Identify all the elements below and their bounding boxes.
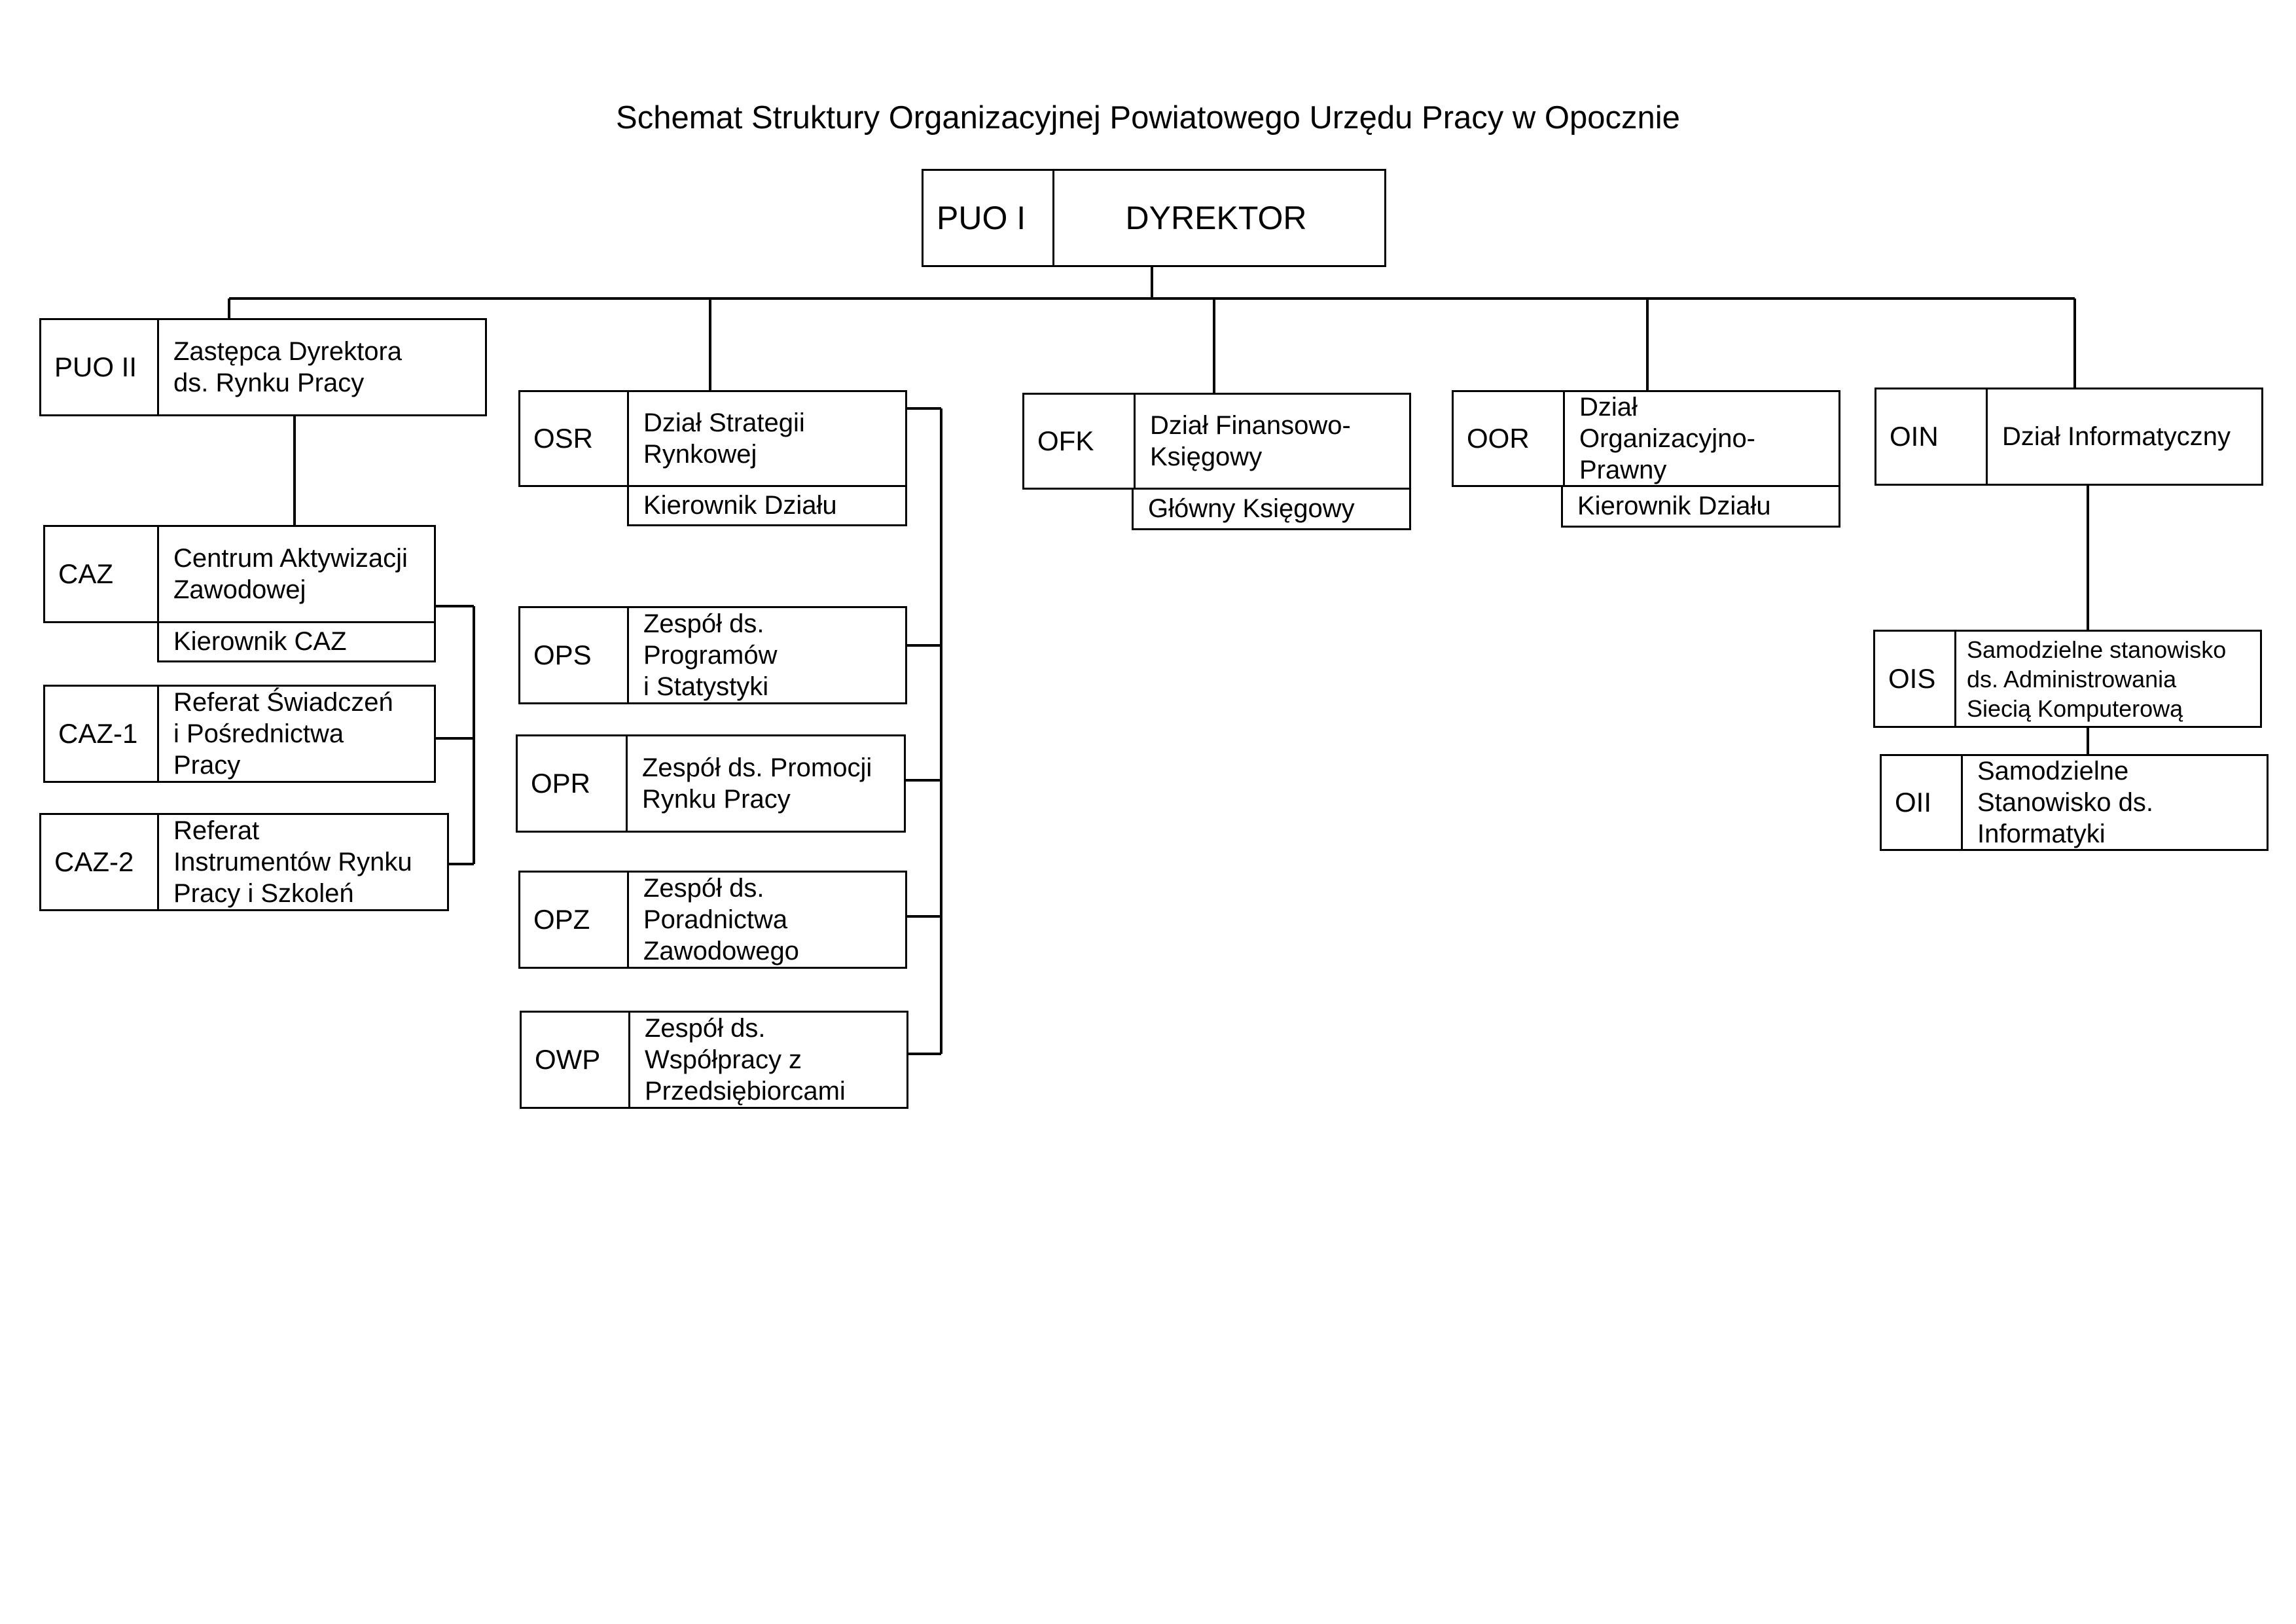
oii-box: OII Samodzielne Stanowisko ds. Informaty… bbox=[1880, 754, 2269, 851]
opz-code: OPZ bbox=[520, 873, 629, 967]
opz-box: OPZ Zespół ds. Poradnictwa Zawodowego bbox=[518, 871, 907, 969]
caz1-code: CAZ-1 bbox=[45, 687, 159, 781]
owp-box: OWP Zespół ds. Współpracy z Przedsiębior… bbox=[520, 1011, 908, 1109]
ops-code: OPS bbox=[520, 608, 629, 702]
ois-box: OIS Samodzielne stanowisko ds. Administr… bbox=[1873, 630, 2262, 728]
deputy-box: PUO II Zastępca Dyrektora ds. Rynku Prac… bbox=[39, 318, 487, 416]
osr-head: Kierownik Działu bbox=[627, 487, 907, 526]
caz1-box: CAZ-1 Referat Świadczeń i Pośrednictwa P… bbox=[43, 685, 436, 783]
owp-code: OWP bbox=[522, 1013, 630, 1107]
deputy-name: Zastępca Dyrektora ds. Rynku Pracy bbox=[173, 337, 403, 397]
oor-name: Dział Organizacyjno- Prawny bbox=[1579, 393, 1756, 484]
opr-name: Zespół ds. Promocji Rynku Pracy bbox=[642, 753, 872, 814]
ois-name: Samodzielne stanowisko ds. Administrowan… bbox=[1967, 636, 2227, 722]
oin-code: OIN bbox=[1876, 389, 1988, 484]
ops-name: Zespół ds. Programów i Statystyki bbox=[643, 609, 778, 701]
caz-code: CAZ bbox=[45, 527, 159, 621]
caz2-box: CAZ-2 Referat Instrumentów Rynku Pracy i… bbox=[39, 813, 449, 911]
osr-code: OSR bbox=[520, 392, 629, 485]
deputy-code: PUO II bbox=[41, 320, 159, 414]
ois-code: OIS bbox=[1875, 632, 1956, 726]
chart-title: Schemat Struktury Organizacyjnej Powiato… bbox=[616, 100, 1680, 135]
opr-code: OPR bbox=[518, 736, 628, 831]
caz2-code: CAZ-2 bbox=[41, 815, 159, 909]
oor-box: OOR Dział Organizacyjno- Prawny bbox=[1452, 390, 1840, 487]
osr-box: OSR Dział Strategii Rynkowej bbox=[518, 390, 907, 487]
oin-name: Dział Informatyczny bbox=[2002, 422, 2231, 451]
caz-box: CAZ Centrum Aktywizacji Zawodowej bbox=[43, 525, 436, 623]
oii-name: Samodzielne Stanowisko ds. Informatyki bbox=[1977, 757, 2154, 848]
oii-code: OII bbox=[1882, 756, 1963, 849]
ops-box: OPS Zespół ds. Programów i Statystyki bbox=[518, 606, 907, 704]
director-box: PUO I DYREKTOR bbox=[922, 169, 1386, 267]
owp-name: Zespół ds. Współpracy z Przedsiębiorcami bbox=[645, 1014, 846, 1106]
opz-name: Zespół ds. Poradnictwa Zawodowego bbox=[643, 874, 799, 965]
caz-head: Kierownik CAZ bbox=[157, 623, 436, 662]
ofk-name: Dział Finansowo- Księgowy bbox=[1150, 411, 1351, 471]
ofk-head: Główny Księgowy bbox=[1132, 490, 1411, 530]
ofk-box: OFK Dział Finansowo- Księgowy bbox=[1022, 393, 1411, 490]
caz2-name: Referat Instrumentów Rynku Pracy i Szkol… bbox=[173, 816, 412, 908]
opr-box: OPR Zespół ds. Promocji Rynku Pracy bbox=[516, 734, 906, 833]
director-name: DYREKTOR bbox=[1125, 200, 1307, 236]
caz1-name: Referat Świadczeń i Pośrednictwa Pracy bbox=[173, 688, 393, 780]
caz-name: Centrum Aktywizacji Zawodowej bbox=[173, 544, 408, 604]
oor-code: OOR bbox=[1454, 392, 1565, 485]
ofk-code: OFK bbox=[1024, 395, 1136, 488]
oor-head: Kierownik Działu bbox=[1561, 487, 1840, 528]
oin-box: OIN Dział Informatyczny bbox=[1874, 388, 2263, 486]
osr-name: Dział Strategii Rynkowej bbox=[643, 408, 805, 469]
director-code: PUO I bbox=[924, 171, 1054, 265]
